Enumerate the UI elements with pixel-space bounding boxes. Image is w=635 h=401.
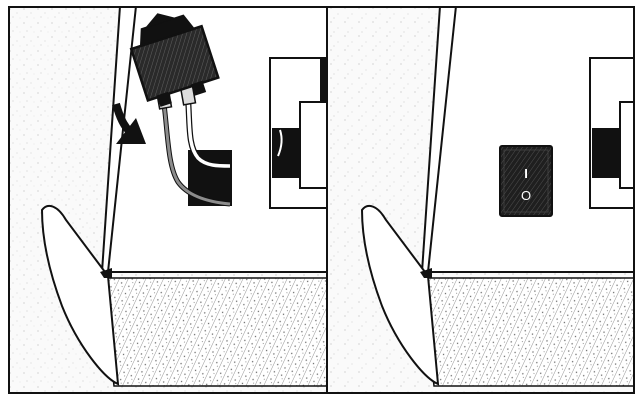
window-inner-panel bbox=[619, 101, 635, 189]
window-inner-panel bbox=[299, 101, 328, 189]
base-notch bbox=[420, 268, 432, 278]
before-drawing bbox=[8, 6, 328, 394]
panel-after-installation: I O bbox=[328, 6, 635, 394]
housing-base-curve bbox=[360, 204, 440, 386]
window-highlight bbox=[277, 129, 283, 157]
switch-on-symbol: I bbox=[524, 166, 528, 181]
housing-side-panel bbox=[420, 6, 635, 273]
switch-off-symbol: O bbox=[521, 188, 531, 203]
after-drawing: I O bbox=[328, 6, 635, 394]
installed-rocker-switch: I O bbox=[499, 145, 553, 217]
base-notch bbox=[100, 268, 112, 278]
rocker-switch bbox=[129, 13, 220, 107]
window-corner-dark bbox=[320, 58, 328, 102]
speckled-floor bbox=[421, 277, 635, 387]
housing-edge-line bbox=[427, 6, 457, 273]
wire-lead-white-core bbox=[186, 97, 231, 168]
insertion-arrow bbox=[112, 102, 146, 144]
speckled-floor bbox=[101, 277, 328, 387]
housing-base-curve bbox=[40, 204, 120, 386]
panel-before-installation bbox=[8, 6, 328, 394]
wire-lead-grey-core bbox=[162, 103, 231, 206]
panel-divider bbox=[326, 6, 328, 394]
